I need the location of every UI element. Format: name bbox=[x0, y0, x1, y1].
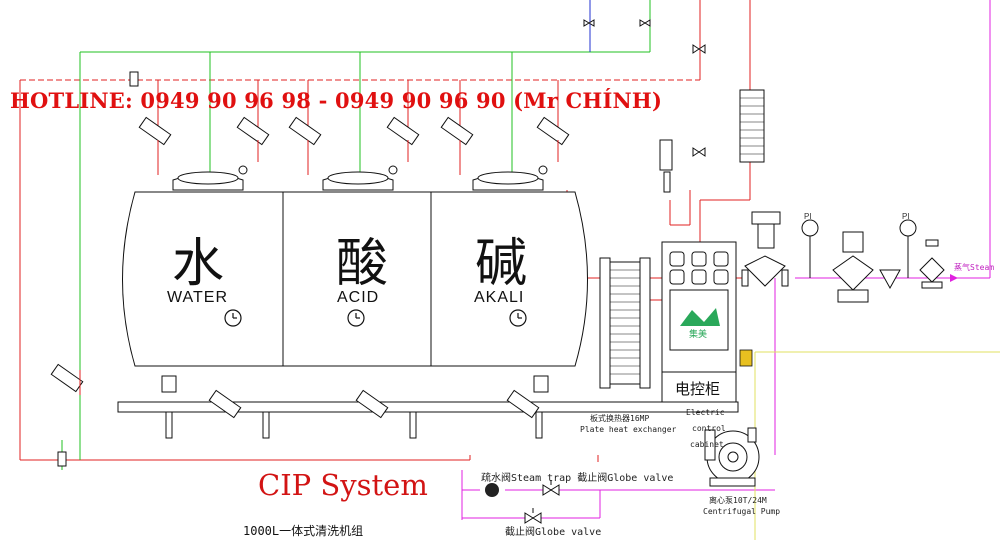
logo-icon bbox=[680, 308, 720, 326]
tank-water-cn: 水 bbox=[172, 234, 225, 294]
control-cabinet-en-3: cabinet bbox=[690, 440, 724, 449]
steam-label: 蒸气Steam bbox=[954, 263, 995, 272]
pressure-gauge-icon bbox=[801, 219, 917, 278]
globe-valve-icon bbox=[919, 239, 945, 289]
strainer-icon bbox=[879, 269, 901, 290]
control-cabinet-en-1: Electric bbox=[686, 408, 725, 417]
manhole-covers bbox=[172, 165, 548, 191]
centrifugal-pump bbox=[704, 427, 760, 487]
filter-column bbox=[739, 89, 765, 163]
plate-exchanger-en: Plate heat exchanger bbox=[580, 425, 677, 434]
tank-acid-cn: 酸 bbox=[336, 234, 389, 294]
pressure-reducing-valve bbox=[832, 231, 874, 303]
thermometer-icon bbox=[224, 309, 527, 327]
globe-valve-icon bbox=[542, 484, 560, 496]
control-cabinet-cn: 电控柜 bbox=[675, 380, 721, 398]
tank-acid-label: ACID bbox=[337, 289, 380, 306]
steam-control-valve bbox=[741, 211, 789, 287]
diagram-title: CIP System bbox=[258, 468, 428, 502]
globe-valve-label: 截止阀Globe valve bbox=[505, 527, 602, 538]
small-valve-icon bbox=[739, 349, 753, 367]
plate-heat-exchanger bbox=[599, 257, 651, 389]
tank-water-label: WATER bbox=[167, 289, 228, 306]
globe-valve-icon bbox=[524, 512, 542, 524]
tank-alkali-label: AKALI bbox=[474, 289, 525, 306]
hotline-banner: HOTLINE: 0949 90 96 98 - 0949 90 96 90 (… bbox=[10, 88, 663, 113]
control-cabinet-en-2: control bbox=[692, 424, 726, 433]
small-valve-icons bbox=[57, 19, 706, 467]
butterfly-valve-icons bbox=[50, 116, 570, 419]
steam-arrow-icon bbox=[950, 274, 958, 282]
steam-trap-icon bbox=[485, 483, 499, 497]
pi-label-2: PI bbox=[902, 212, 910, 221]
diagram-subtitle: 1000L一体式清洗机组 bbox=[243, 524, 364, 538]
pi-label-1: PI bbox=[804, 212, 812, 221]
logo-text: 集美 bbox=[689, 330, 708, 340]
pump-en: Centrifugal Pump bbox=[703, 507, 781, 516]
tank-alkali-cn: 碱 bbox=[475, 234, 528, 294]
pump-cn: 离心泵10T/24M bbox=[709, 496, 767, 505]
plate-exchanger-cn: 板式换热器16MP bbox=[590, 414, 650, 423]
tank-legs bbox=[161, 375, 549, 439]
steam-trap-label: 疏水阀Steam trap 截止阀Globe valve bbox=[481, 473, 674, 484]
